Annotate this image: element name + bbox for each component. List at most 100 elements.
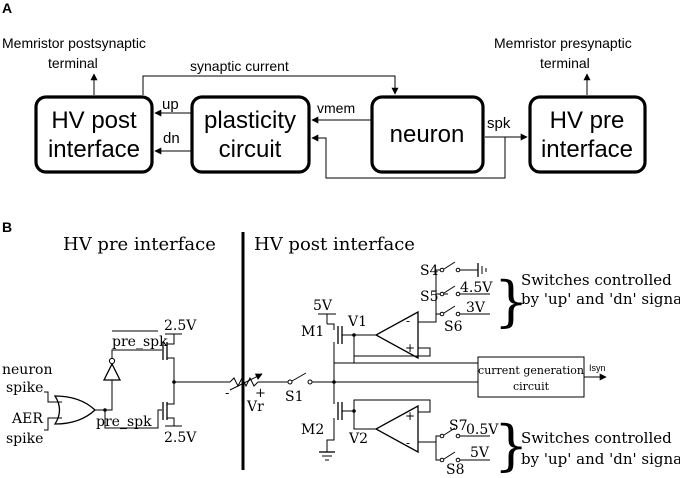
inverter-input-wire — [105, 380, 113, 411]
isyn-label: Isyn — [589, 363, 606, 373]
memristor-pre-label: Memristor presynaptic — [494, 35, 632, 51]
bottom-supply-label: 2.5V — [164, 430, 197, 446]
m2-source — [326, 418, 335, 452]
hv-post-line-2: interface — [48, 136, 140, 163]
pre-spk-label: pre_spk — [96, 414, 152, 430]
s1-blade — [291, 372, 307, 382]
top-transistor-drain — [167, 342, 175, 345]
s5-label: S5 — [420, 289, 439, 305]
spk-label: spk — [487, 115, 511, 132]
memristor-post-terminal-label: terminal — [48, 55, 98, 71]
up-label: up — [162, 96, 179, 113]
pre-spk-wire — [104, 409, 162, 429]
inverter-output-wire — [111, 349, 158, 358]
vr-sense-arrow — [229, 373, 263, 391]
aer-input-label: AER — [11, 411, 43, 427]
bottom-transistor-source — [167, 417, 175, 426]
hv-pre-line-2: interface — [541, 136, 633, 163]
inverter-symbol — [102, 362, 122, 381]
current-generation-line-1: current generation — [478, 364, 584, 377]
s6-contact-right — [455, 311, 461, 317]
plasticity-line-2: circuit — [219, 136, 282, 163]
opamp-bottom-minus: - — [406, 436, 410, 450]
v1-label: V1 — [347, 314, 367, 330]
opamp-top-plus-wire — [353, 335, 431, 357]
s4-blade — [443, 261, 456, 270]
hv-pre-line-1: HV pre — [550, 107, 625, 134]
hv-pre-interface-title: HV pre interface — [63, 234, 216, 255]
s8-label: S8 — [446, 462, 465, 478]
opamp-bottom — [374, 404, 419, 454]
s7-bus — [435, 435, 440, 442]
m1-label: M1 — [301, 324, 324, 340]
s1-label: S1 — [285, 389, 304, 405]
s7-contact-left — [439, 433, 445, 439]
top-supply-label: 2.5V — [164, 318, 197, 334]
hv-post-interface-title: HV post interface — [254, 234, 415, 255]
vr-label: Vr — [246, 399, 264, 415]
memristor-post-label: Memristor postsynaptic — [2, 35, 146, 51]
v5b-label: 5V — [470, 445, 490, 461]
neuron-spike-label: spike — [6, 380, 43, 396]
s5-blade — [443, 285, 456, 294]
dn-label: dn — [163, 130, 180, 147]
s7-contact-right — [455, 433, 461, 439]
v3-label: 3V — [466, 300, 486, 316]
switches-bottom-line-2: by 'up' and 'dn' signals — [521, 450, 680, 468]
top-transistor-source — [167, 357, 175, 382]
vmem-label: vmem — [317, 100, 355, 116]
m2-label: M2 — [301, 422, 324, 438]
neuron-input-label: neuron — [2, 362, 52, 378]
s4-contact-left — [439, 267, 445, 273]
m1-drain — [327, 323, 335, 330]
spk-feedback-arrow — [311, 134, 506, 179]
opamp-bottom-output — [353, 411, 376, 430]
hv-post-interface-block — [34, 95, 154, 174]
v2-label: V2 — [348, 431, 368, 447]
aer-spike-wire — [44, 417, 62, 431]
s4-contact-right — [455, 267, 461, 273]
s1-contact-right — [307, 379, 313, 385]
pre-spk-bar-label: pre_spk — [112, 334, 168, 350]
vr-minus-label: - — [225, 386, 229, 401]
s6-label: S6 — [444, 319, 463, 335]
hv-pre-interface-block — [528, 95, 647, 174]
neuron-block-label: neuron — [390, 121, 465, 148]
synaptic-current-arrow — [142, 75, 399, 95]
s8-contact-right — [455, 457, 461, 463]
opamp-bottom-plus: + — [405, 409, 415, 423]
hv-post-line-1: HV post — [51, 107, 137, 134]
panel-a-label: A — [2, 0, 12, 16]
inverter-bubble — [108, 357, 116, 365]
plasticity-line-1: plasticity — [204, 107, 296, 134]
switches-top-line-1: Switches controlled — [521, 271, 672, 289]
bottom-transistor-drain — [167, 382, 175, 405]
or-gate — [53, 395, 96, 425]
synaptic-current-label: synaptic current — [190, 58, 289, 74]
panel-a: A Memristor postsynaptic terminal Memris… — [2, 0, 647, 179]
v05-label: 0.5V — [466, 422, 499, 438]
s5-contact-right — [455, 291, 461, 297]
brace-top: } — [494, 270, 528, 333]
s7-label: S7 — [449, 418, 468, 434]
panel-b-label: B — [2, 219, 12, 235]
s8-contact-left — [439, 457, 445, 463]
brace-bottom: } — [494, 414, 528, 477]
opamp-top-minus: - — [406, 314, 410, 328]
s1-contact-left — [287, 379, 293, 385]
v45-label: 4.5V — [460, 280, 493, 296]
memristor-pre-terminal-label: terminal — [540, 55, 590, 71]
s-bus-top — [435, 269, 440, 294]
v5-supply-label: 5V — [313, 298, 333, 314]
aer-spike-label: spike — [6, 431, 43, 447]
neuron-spike-wire — [44, 391, 62, 403]
neuron-block — [370, 95, 485, 174]
s8-blade — [443, 451, 456, 460]
switches-bottom-line-1: Switches controlled — [521, 429, 672, 447]
switches-top-line-2: by 'up' and 'dn' signals — [521, 290, 680, 308]
s6-contact-left — [439, 311, 445, 317]
s6-blade — [443, 305, 456, 314]
opamp-bottom-minus-wire — [418, 441, 437, 454]
panel-b: B HV pre interface HV post interface neu… — [2, 219, 680, 478]
